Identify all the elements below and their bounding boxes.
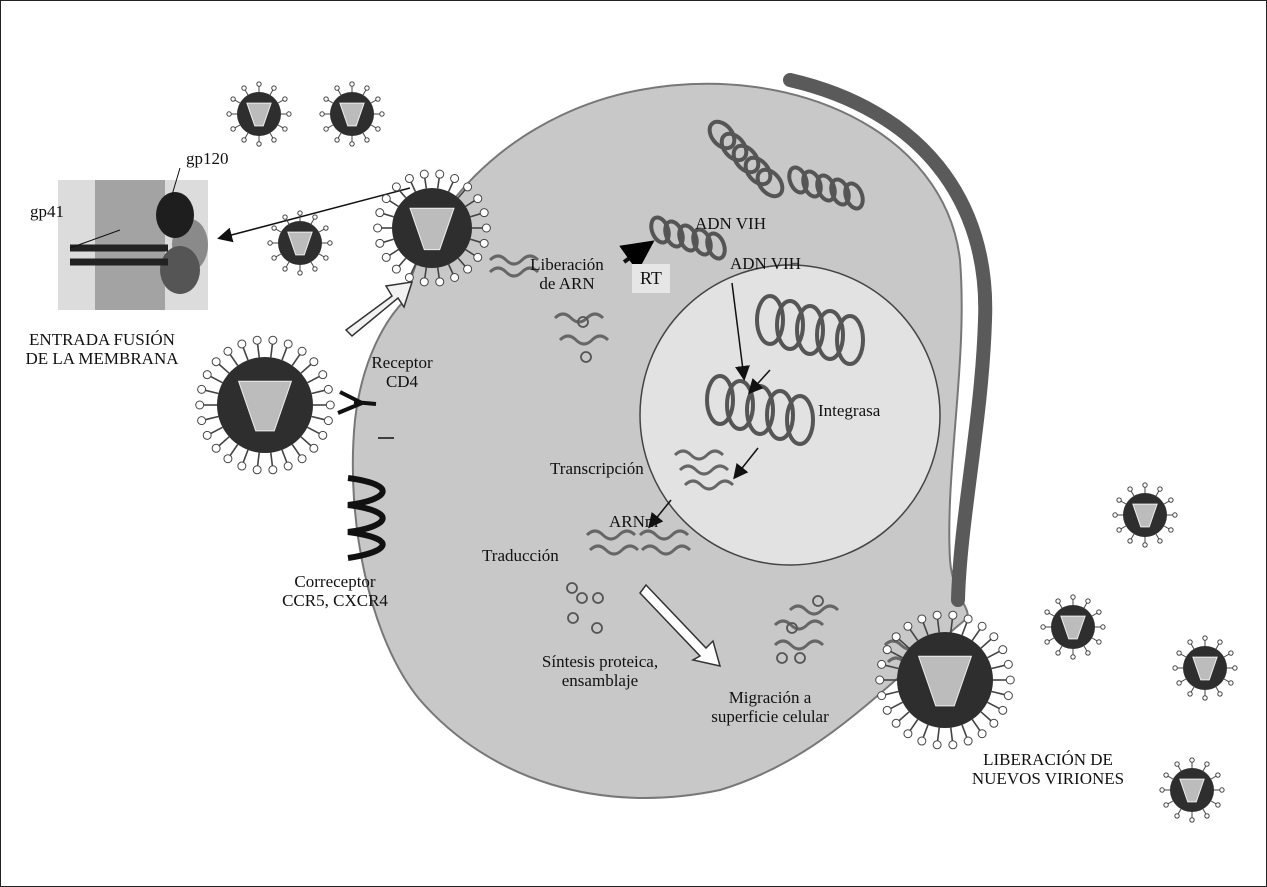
- label-correceptor: CorreceptorCCR5, CXCR4: [270, 572, 400, 610]
- gp41-head-icon: [160, 246, 200, 294]
- label-adn-vih-2: ADN VIH: [730, 254, 801, 273]
- virion-icon: [1173, 636, 1237, 700]
- label-gp41: gp41: [30, 202, 64, 221]
- label-liberacion-nuevos: LIBERACIÓN DENUEVOS VIRIONES: [958, 750, 1138, 788]
- label-gp120: gp120: [186, 149, 229, 168]
- label-integrasa: Integrasa: [818, 401, 880, 420]
- virion-icon: [196, 336, 335, 474]
- label-traduccion: Traducción: [482, 546, 559, 565]
- label-adn-vih-1: ADN VIH: [695, 214, 766, 233]
- label-liberacion-arn: Liberaciónde ARN: [522, 255, 612, 293]
- virion-icon: [227, 82, 291, 146]
- label-rt: RT: [632, 264, 670, 293]
- virion-icon: [1041, 595, 1105, 659]
- label-arnm: ARNm: [609, 512, 658, 531]
- virion-icon: [1113, 483, 1177, 547]
- virion-icon: [320, 82, 384, 146]
- nucleus: [640, 265, 940, 565]
- virion-icon: [1160, 758, 1224, 822]
- fusion-inset: [58, 168, 208, 310]
- virion-icon: [268, 211, 332, 275]
- label-migracion: Migración asuperficie celular: [700, 688, 840, 726]
- label-entrada: ENTRADA FUSIÓNDE LA MEMBRANA: [2, 330, 202, 368]
- label-sintesis: Síntesis proteica,ensamblaje: [540, 652, 660, 690]
- label-receptor-cd4: ReceptorCD4: [362, 353, 442, 391]
- label-transcripcion: Transcripción: [550, 459, 644, 478]
- gp120-icon: [156, 192, 194, 238]
